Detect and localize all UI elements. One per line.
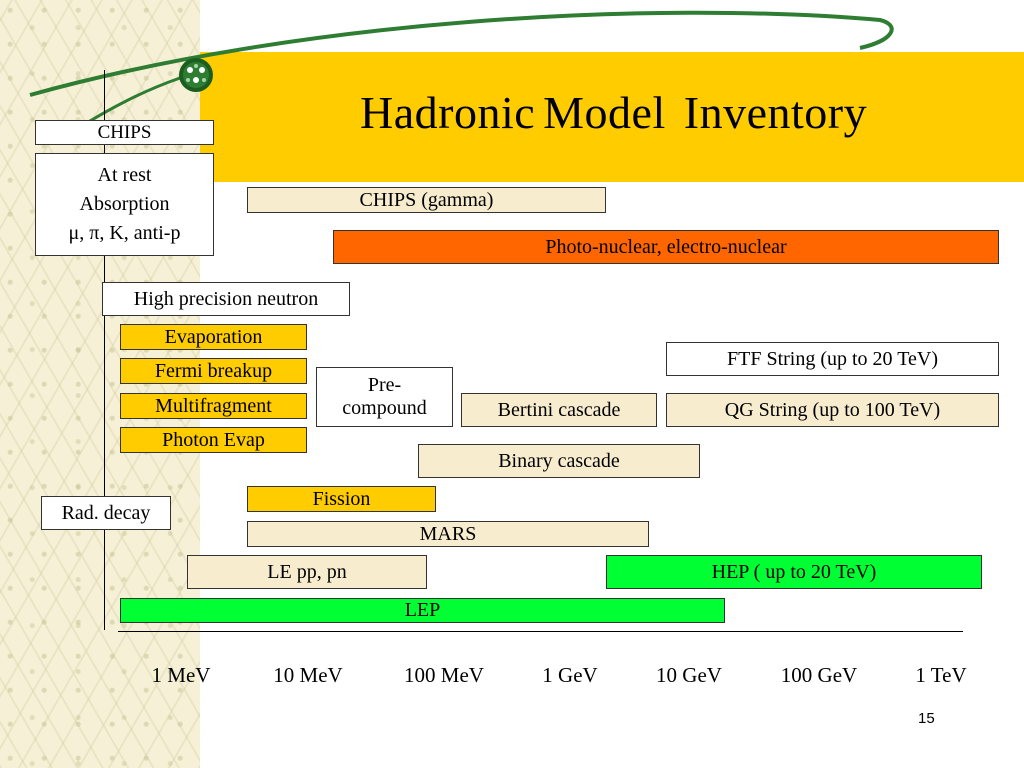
fission-box: Fission xyxy=(247,486,436,512)
precompound-line-2: compound xyxy=(342,397,427,419)
axis-tick-label: 1 MeV xyxy=(151,663,211,687)
energy-axis-line xyxy=(118,631,963,632)
lep-box: LEP xyxy=(120,598,725,623)
at-rest-line-3: μ, π, K, anti-p xyxy=(68,222,181,244)
vertical-guide-line xyxy=(104,70,105,630)
axis-tick-label: 100 MeV xyxy=(404,663,484,687)
photon-evap-box: Photon Evap xyxy=(120,427,307,453)
page-number: 15 xyxy=(918,710,935,727)
bertini-cascade-box: Bertini cascade xyxy=(461,393,657,427)
axis-tick-label: 10 GeV xyxy=(656,663,722,687)
precompound-line-1: Pre- xyxy=(367,374,402,396)
high-precision-neutron-box: High precision neutron xyxy=(102,282,350,316)
le-pp-pn-box: LE pp, pn xyxy=(187,555,427,589)
axis-tick-label: 1 GeV xyxy=(542,663,598,687)
axis-tick-label: 10 MeV xyxy=(273,663,343,687)
binary-cascade-box: Binary cascade xyxy=(418,444,700,478)
at-rest-line-2: Absorption xyxy=(79,193,170,215)
at-rest-absorption-box: At rest Absorption μ, π, K, anti-p xyxy=(35,153,214,256)
title-word-2: Model xyxy=(543,87,666,138)
atom-icon xyxy=(179,58,213,92)
precompound-box: Pre- compound xyxy=(316,367,453,427)
title-word-1: Hadronic xyxy=(360,87,536,138)
evaporation-box: Evaporation xyxy=(120,324,307,350)
chips-box: CHIPS xyxy=(35,120,214,145)
photo-nuclear-box: Photo-nuclear, electro-nuclear xyxy=(333,230,999,264)
qg-string-box: QG String (up to 100 TeV) xyxy=(666,393,999,427)
chips-gamma-box: CHIPS (gamma) xyxy=(247,187,606,213)
ftf-string-box: FTF String (up to 20 TeV) xyxy=(666,342,999,376)
at-rest-line-1: At rest xyxy=(97,164,152,186)
axis-tick-label: 1 TeV xyxy=(915,663,967,687)
title-word-3: Inventory xyxy=(683,87,868,138)
multifragment-box: Multifragment xyxy=(120,393,307,419)
title-band xyxy=(200,52,1024,182)
hep-box: HEP ( up to 20 TeV) xyxy=(606,555,982,589)
fermi-breakup-box: Fermi breakup xyxy=(120,358,307,384)
rad-decay-box: Rad. decay xyxy=(41,496,171,530)
mars-box: MARS xyxy=(247,521,649,547)
axis-tick-label: 100 GeV xyxy=(780,663,858,687)
